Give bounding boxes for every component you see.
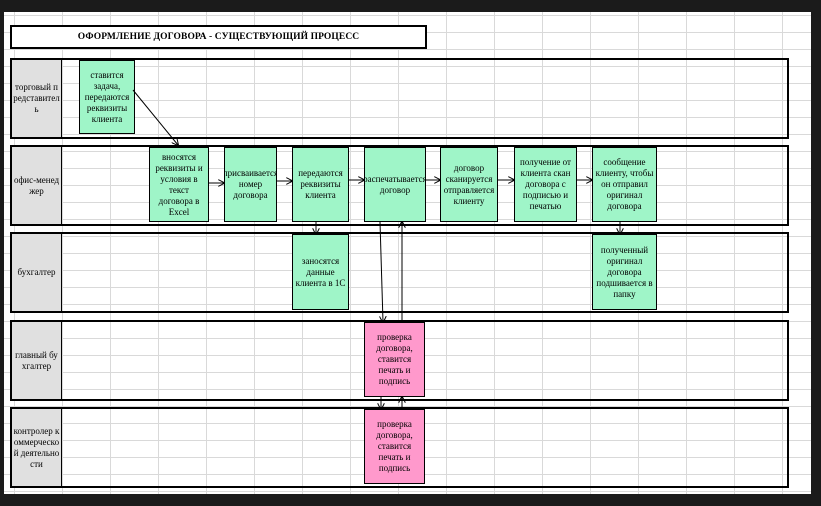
lane-label-accountant: бухгалтер (12, 234, 62, 311)
task-print-contract: распечатывается договор (364, 147, 426, 222)
lane-label-office-manager: офис-менеджер (12, 147, 62, 224)
lane-commercial-controller: контролер коммерческой деятельности (10, 407, 789, 488)
lane-label-commercial-controller: контролер коммерческой деятельности (12, 409, 62, 486)
task-chief-check: проверка договора, ставится печать и под… (364, 322, 425, 397)
lane-sales-rep: торговый представитель (10, 58, 789, 139)
task-controller-check: проверка договора, ставится печать и под… (364, 409, 425, 484)
lane-label-chief-accountant: главный бухгалтер (12, 322, 62, 399)
diagram-title-text: ОФОРМЛЕНИЕ ДОГОВОРА - СУЩЕСТВУЮЩИЙ ПРОЦЕ… (77, 32, 360, 42)
task-assign-number: присваивается номер договора (224, 147, 277, 222)
lane-accountant: бухгалтер (10, 232, 789, 313)
task-scan-send: договор сканируется отправляется клиенту (440, 147, 498, 222)
task-set-assignment: ставится задача, передаются реквизиты кл… (79, 60, 135, 134)
diagram-title: ОФОРМЛЕНИЕ ДОГОВОРА - СУЩЕСТВУЮЩИЙ ПРОЦЕ… (10, 25, 427, 49)
lane-label-sales-rep: торговый представитель (12, 60, 62, 137)
task-pass-requisites: передаются реквизиты клиента (292, 147, 349, 222)
task-enter-1c: заносятся данные клиента в 1С (292, 234, 349, 310)
task-enter-requisites: вносятся реквизиты и условия в текст дог… (149, 147, 209, 222)
task-request-original: сообщение клиенту, чтобы он отправил ори… (592, 147, 657, 222)
task-receive-scan: получение от клиента скан договора с под… (514, 147, 577, 222)
task-file-original: полученный оригинал договора подшивается… (592, 234, 657, 310)
